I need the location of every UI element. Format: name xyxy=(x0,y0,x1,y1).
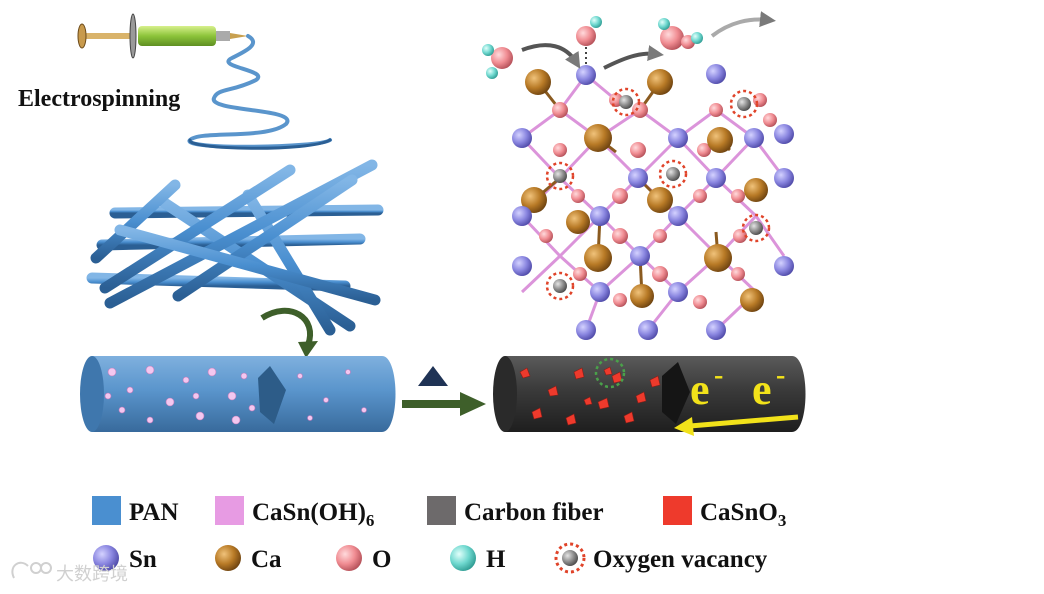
casno3-particles xyxy=(519,366,661,426)
legend-materials: PAN CaSn(OH)6 Carbon fiber CaSnO3 xyxy=(92,496,786,530)
water-molecule-adsorbed xyxy=(576,16,602,64)
crystal-lattice xyxy=(512,64,794,340)
adsorption-arrow-icon xyxy=(521,43,581,69)
dissociation-arrow-icon xyxy=(603,45,664,70)
svg-text:O: O xyxy=(372,546,391,573)
legend-item-h: H xyxy=(450,545,506,573)
svg-text:H: H xyxy=(486,546,506,573)
svg-text:Oxygen vacancy: Oxygen vacancy xyxy=(593,546,768,573)
watermark-logo-icon xyxy=(11,561,52,579)
release-arrow-icon xyxy=(710,11,776,38)
svg-text:Carbon fiber: Carbon fiber xyxy=(464,499,604,526)
electron-label-2: e xyxy=(752,365,772,414)
casn-oh6-particles xyxy=(104,365,367,425)
syringe-icon xyxy=(77,13,248,59)
svg-text:大数跨境: 大数跨境 xyxy=(56,564,128,585)
svg-text:CaSn(OH)6: CaSn(OH)6 xyxy=(252,499,374,530)
legend-item-casn-oh6: CaSn(OH)6 xyxy=(215,496,374,530)
heat-treatment-icon xyxy=(418,366,448,386)
water-molecule-left xyxy=(482,44,513,79)
hydrogen-product xyxy=(658,18,703,50)
electron-charge-1: - xyxy=(714,360,723,391)
svg-text:Ca: Ca xyxy=(251,546,282,573)
legend-item-pan: PAN xyxy=(92,496,179,526)
electron-charge-2: - xyxy=(776,360,785,391)
svg-text:CaSnO3: CaSnO3 xyxy=(700,499,786,530)
curved-arrow-icon xyxy=(260,307,318,358)
legend-atoms: Sn Ca O H Oxygen vacancy xyxy=(93,542,768,574)
svg-text:Sn: Sn xyxy=(129,546,157,573)
legend-item-ca: Ca xyxy=(215,545,282,573)
process-arrow-icon xyxy=(402,392,486,416)
watermark: 大数跨境 xyxy=(11,561,128,585)
electron-label-1: e xyxy=(690,365,710,414)
electrospinning-label: Electrospinning xyxy=(18,86,180,112)
legend-item-casno3: CaSnO3 xyxy=(663,496,786,530)
pan-fiber-mat xyxy=(86,159,384,336)
oxygen-vacancies xyxy=(545,87,771,301)
calcium-atoms xyxy=(521,69,768,312)
tin-atoms xyxy=(512,64,794,340)
pan-composite-fiber xyxy=(80,356,396,432)
legend-item-oxygen-vacancy: Oxygen vacancy xyxy=(554,542,768,574)
legend-item-sn: Sn xyxy=(93,545,157,573)
svg-text:PAN: PAN xyxy=(129,499,179,526)
spinning-jet xyxy=(187,34,332,150)
carbon-fiber: e - e - xyxy=(493,356,806,436)
legend-item-carbon-fiber: Carbon fiber xyxy=(427,496,604,526)
electron-flow-arrow-icon xyxy=(674,414,799,436)
legend-item-o: O xyxy=(336,545,391,573)
